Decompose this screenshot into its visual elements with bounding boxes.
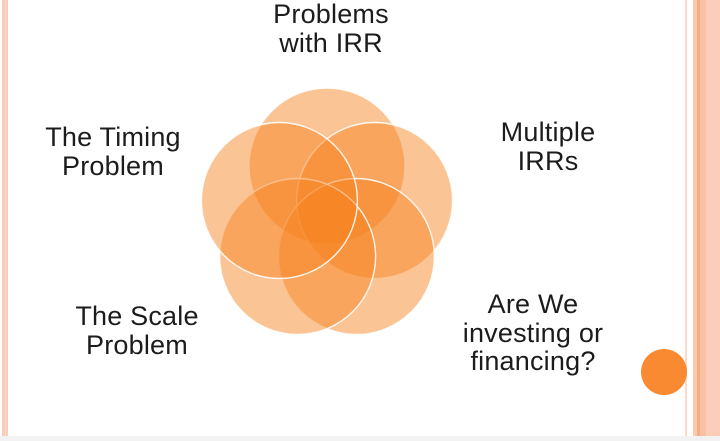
label-line: The Timing — [45, 122, 181, 152]
left-border-stripe — [6, 0, 8, 436]
venn-circle-upper-right — [295, 121, 454, 280]
label-line: IRRs — [517, 145, 579, 176]
venn-circle-top — [248, 87, 406, 245]
label-line: The Scale — [75, 301, 199, 331]
right-border-stripe — [684, 0, 687, 436]
label-line: Problem — [62, 150, 164, 181]
label-line: Problem — [86, 329, 188, 360]
label-line: investing or — [462, 317, 604, 348]
slide-title: Problems with IRR — [191, 0, 471, 57]
slide-title-line: with IRR — [279, 27, 383, 58]
right-border-stripe — [696, 0, 700, 436]
left-border-stripe — [4, 0, 6, 436]
venn-circle-lower-left — [218, 177, 377, 336]
label-investing-or-financing: Are We investing or financing? — [418, 290, 648, 376]
label-scale-problem: The Scale Problem — [27, 302, 247, 359]
venn-circle-upper-left — [200, 121, 359, 280]
slide-title-line: Problems — [273, 0, 389, 29]
decorative-dot — [641, 349, 687, 395]
right-border-stripe — [692, 0, 697, 436]
right-border-stripe — [700, 0, 706, 436]
label-line: Multiple — [500, 117, 596, 147]
label-timing-problem: The Timing Problem — [3, 123, 223, 180]
footer-bar — [0, 436, 720, 441]
left-border-stripe — [2, 0, 5, 436]
label-multiple-irrs: Multiple IRRs — [438, 118, 658, 175]
label-line: financing? — [470, 346, 596, 376]
right-border-stripe — [706, 0, 720, 436]
label-line: Are We — [487, 289, 579, 319]
venn-circle-lower-right — [277, 177, 436, 336]
